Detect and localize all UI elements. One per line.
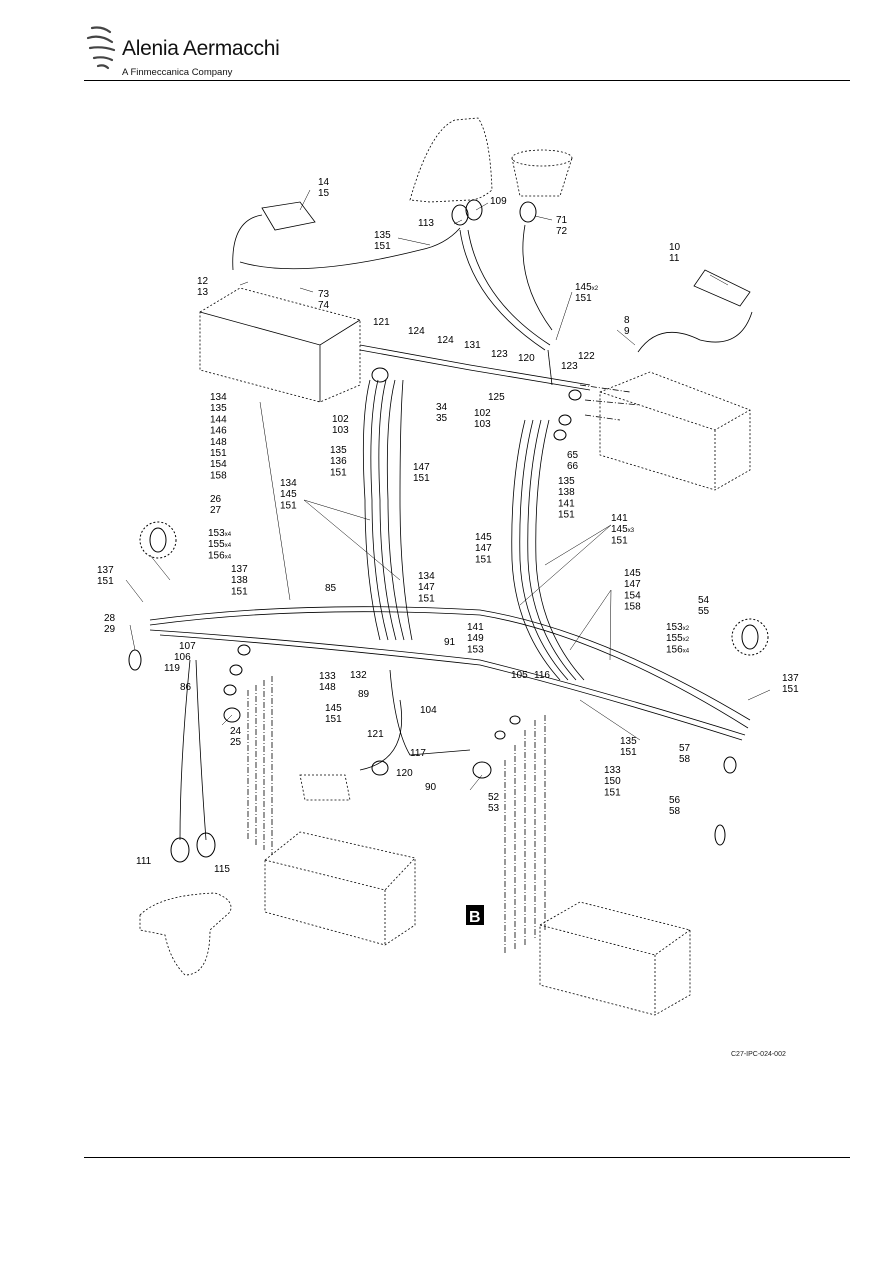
callout-c113: 113: [418, 218, 434, 229]
callout-c120a: 120: [518, 353, 535, 364]
footer-rule: [84, 1157, 850, 1158]
callout-c132: 132: [350, 670, 367, 681]
callout-c105: 105: [511, 670, 528, 681]
callout-c106: 106: [174, 652, 191, 663]
callout-c123b: 123: [561, 361, 578, 372]
view-label-b: B: [469, 909, 481, 926]
callout-c123a: 123: [491, 349, 508, 360]
callout-c104: 104: [420, 705, 437, 716]
callout-c89: 89: [358, 689, 370, 700]
figure-id: C27-IPC-024-002: [731, 1051, 786, 1058]
callout-c125: 125: [488, 392, 505, 403]
callout-c124b: 124: [437, 335, 454, 346]
callout-c122: 122: [578, 351, 595, 362]
callout-c107: 107: [179, 641, 196, 652]
company-logo: [84, 22, 284, 80]
callout-c121a: 121: [373, 317, 390, 328]
callout-c120b: 120: [396, 768, 413, 779]
callout-c117: 117: [410, 748, 426, 759]
callout-c91: 91: [444, 637, 456, 648]
callout-c115: 115: [214, 864, 230, 875]
brand-name: Alenia Aermacchi: [122, 37, 280, 60]
callout-c124a: 124: [408, 326, 425, 337]
view-label-box: [466, 905, 484, 925]
callout-c116: 116: [534, 670, 550, 681]
header-rule: [84, 80, 850, 81]
callout-c131: 131: [464, 340, 481, 351]
callout-c111: 111: [136, 856, 152, 867]
brand-tagline: A Finmeccanica Company: [122, 67, 233, 78]
callout-c90: 90: [425, 782, 437, 793]
callout-c86: 86: [180, 682, 192, 693]
callout-c85: 85: [325, 583, 337, 594]
callout-c119: 119: [164, 663, 180, 674]
callout-c121b: 121: [367, 729, 384, 740]
callout-c109: 109: [490, 196, 507, 207]
